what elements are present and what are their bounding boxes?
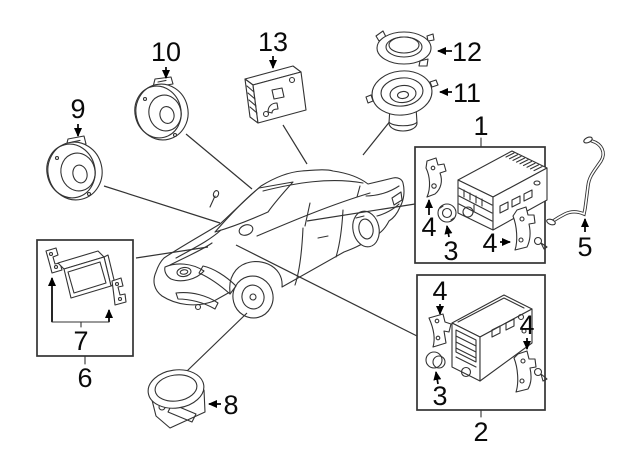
part-1-radio-head-unit — [457, 150, 548, 231]
front-wheel-icon — [232, 275, 274, 319]
callout-3-box1[interactable]: 3 — [443, 236, 458, 266]
callout-3-box2-arrow — [433, 371, 442, 385]
part-3-knob-box1 — [437, 203, 457, 223]
part-2-navigation-assembly-group: 4 4 3 — [416, 274, 548, 411]
part-12-speaker-grille — [375, 30, 435, 67]
part-5-antenna-cable — [546, 136, 605, 226]
callout-5[interactable]: 5 — [577, 232, 592, 262]
part-6-display-assembly-group: 7 — [36, 239, 134, 357]
callout-4-box2-right[interactable]: 4 — [519, 310, 534, 340]
part-4-bracket-right-box1 — [512, 206, 548, 251]
part-10-rear-door-speaker — [134, 76, 189, 141]
part-3-knob-box2 — [425, 351, 446, 369]
callout-4-box2-left[interactable]: 4 — [432, 276, 447, 306]
part-4-bracket-left-box2 — [428, 313, 452, 348]
callout-4-box1-left[interactable]: 4 — [421, 212, 436, 242]
callout-13[interactable]: 13 — [258, 27, 288, 57]
callout-12[interactable]: 12 — [452, 37, 482, 67]
callout-11[interactable]: 11 — [453, 78, 481, 108]
part-13-amplifier-module — [244, 65, 307, 124]
vehicle-illustration — [153, 169, 405, 319]
part-2-navigation-head-unit — [451, 294, 533, 382]
callout-7-bracket-line — [51, 321, 110, 328]
part-9-front-door-speaker — [46, 135, 103, 201]
callout-8[interactable]: 8 — [223, 390, 238, 420]
part-7-bracket-right — [111, 277, 127, 306]
callout-4-box1-right[interactable]: 4 — [482, 228, 497, 258]
part-4-bracket-right-box2 — [513, 350, 548, 393]
part-7-bracket-left — [45, 247, 63, 274]
callout-9[interactable]: 9 — [70, 94, 85, 124]
callout-3-box2[interactable]: 3 — [432, 381, 447, 411]
part-8-center-speaker — [147, 369, 206, 429]
callout-2[interactable]: 2 — [473, 417, 488, 447]
brand-logo-icon — [176, 266, 192, 278]
part-1-radio-assembly-group: 4 3 4 — [414, 146, 548, 266]
part-4-bracket-left-box1 — [425, 157, 447, 198]
rear-wheel-icon — [352, 210, 380, 248]
callout-3-box1-arrow — [444, 225, 453, 238]
callout-6[interactable]: 6 — [77, 363, 92, 393]
part-11-rear-shelf-speaker — [365, 70, 439, 132]
callout-7[interactable]: 7 — [73, 326, 88, 356]
leader-lines — [103, 119, 418, 372]
callout-1[interactable]: 1 — [473, 111, 488, 141]
callout-10[interactable]: 10 — [151, 37, 181, 67]
